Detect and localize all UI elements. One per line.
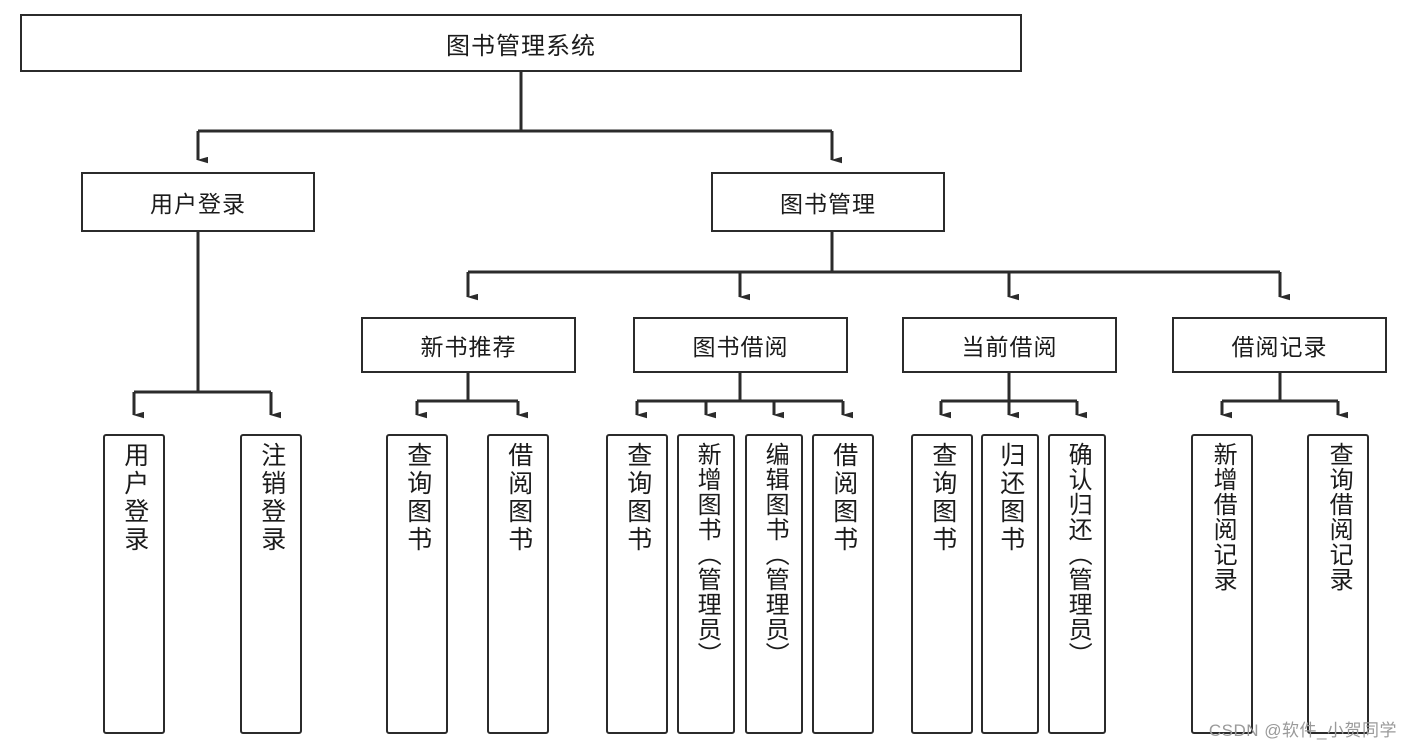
leaf-label: 编辑图书（管理员）: [761, 442, 789, 667]
leaf-query-book-borrow[interactable]: 查询图书: [606, 434, 668, 734]
node-label: 图书借阅: [692, 334, 789, 360]
leaf-label: 借阅图书: [829, 442, 858, 554]
leaf-query-book-recommend[interactable]: 查询图书: [386, 434, 448, 734]
leaf-label: 归还图书: [996, 442, 1025, 554]
leaf-label: 新增借阅记录: [1209, 442, 1237, 592]
node-label: 图书管理: [780, 191, 876, 217]
leaf-label: 查询图书: [928, 442, 957, 554]
leaf-label: 借阅图书: [504, 442, 533, 554]
node-label: 图书管理系统: [446, 32, 596, 60]
node-label: 新书推荐: [420, 334, 517, 360]
leaf-confirm-return-admin[interactable]: 确认归还（管理员）: [1048, 434, 1106, 734]
leaf-query-borrow-record[interactable]: 查询借阅记录: [1307, 434, 1369, 734]
node-borrow-record[interactable]: 借阅记录: [1172, 317, 1387, 373]
leaf-user-login[interactable]: 用户登录: [103, 434, 165, 734]
leaf-add-book-admin[interactable]: 新增图书（管理员）: [677, 434, 735, 734]
leaf-label: 用户登录: [120, 442, 149, 554]
leaf-logout[interactable]: 注销登录: [240, 434, 302, 734]
node-current-borrow[interactable]: 当前借阅: [902, 317, 1117, 373]
node-book-management[interactable]: 图书管理: [711, 172, 945, 232]
leaf-label: 查询借阅记录: [1325, 442, 1353, 592]
leaf-edit-book-admin[interactable]: 编辑图书（管理员）: [745, 434, 803, 734]
leaf-label: 确认归还（管理员）: [1064, 442, 1092, 667]
leaf-query-book-current[interactable]: 查询图书: [911, 434, 973, 734]
leaf-add-borrow-record[interactable]: 新增借阅记录: [1191, 434, 1253, 734]
watermark-text: CSDN @软件_小贺同学: [1208, 721, 1397, 740]
node-label: 用户登录: [150, 191, 246, 217]
leaf-label: 查询图书: [623, 442, 652, 554]
node-new-book-recommendation[interactable]: 新书推荐: [361, 317, 576, 373]
node-root-library-system[interactable]: 图书管理系统: [20, 14, 1022, 72]
node-book-borrow[interactable]: 图书借阅: [633, 317, 848, 373]
leaf-label: 新增图书（管理员）: [693, 442, 721, 667]
leaf-label: 注销登录: [257, 442, 286, 554]
leaf-return-book[interactable]: 归还图书: [981, 434, 1039, 734]
leaf-borrow-book-recommend[interactable]: 借阅图书: [487, 434, 549, 734]
node-label: 当前借阅: [961, 334, 1058, 360]
node-label: 借阅记录: [1231, 334, 1328, 360]
leaf-label: 查询图书: [403, 442, 432, 554]
node-user-login[interactable]: 用户登录: [81, 172, 315, 232]
leaf-borrow-book[interactable]: 借阅图书: [812, 434, 874, 734]
